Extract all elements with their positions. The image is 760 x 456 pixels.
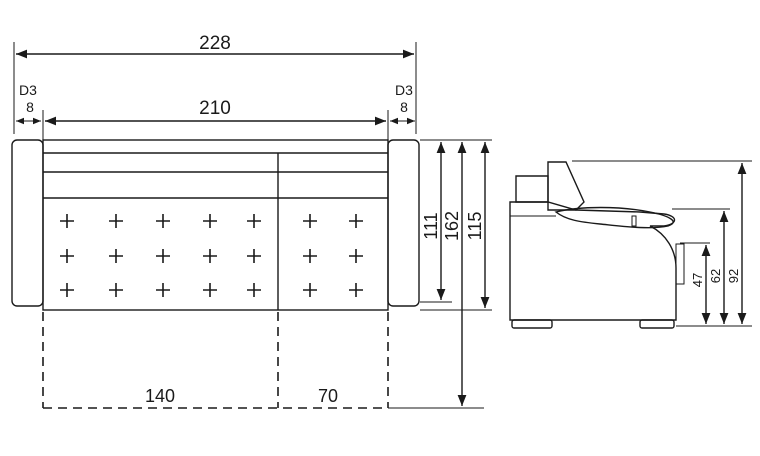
tufting-cross — [247, 283, 261, 297]
tufting-cross — [203, 249, 217, 263]
right-arm-width-label: 8 — [400, 99, 408, 115]
depth-unfolded-label: 162 — [442, 211, 462, 241]
left-arm-width-label: 8 — [26, 99, 34, 115]
height-arm-label: 62 — [708, 269, 723, 283]
height-seat-label: 47 — [690, 273, 705, 287]
tufting-cross — [109, 283, 123, 297]
tufting-cross — [203, 283, 217, 297]
tufting-cross — [303, 214, 317, 228]
left-armrest — [11, 139, 44, 307]
armrest-side — [554, 206, 674, 229]
tufting-cross — [203, 214, 217, 228]
tufting-cross — [156, 249, 170, 263]
tufting-cross — [349, 283, 363, 297]
depth-seat-label: 111 — [421, 212, 441, 239]
tufting-cross — [156, 283, 170, 297]
tufting-cross — [349, 214, 363, 228]
tufting-cross — [156, 214, 170, 228]
tufting-cross — [303, 283, 317, 297]
right-arm-dimension: D3 8 — [390, 82, 415, 125]
back-leg — [639, 319, 675, 329]
tufting-cross — [60, 249, 74, 263]
right-arm-label: D3 — [395, 82, 413, 98]
tufting-cross — [109, 214, 123, 228]
front-leg — [511, 319, 553, 329]
tufting-cross — [109, 249, 123, 263]
back-frame — [515, 175, 549, 203]
height-dimensions: 47 62 92 — [572, 160, 752, 327]
left-arm-label: D3 — [19, 82, 37, 98]
backrest-cushion — [547, 161, 585, 211]
seat-width-label: 210 — [199, 98, 231, 119]
left-arm-dimension: D3 8 — [16, 82, 41, 125]
unfolded-bed-outline: 140 70 — [42, 312, 389, 409]
tufting-cross — [303, 249, 317, 263]
tufting-cross — [349, 249, 363, 263]
tufting-cross — [60, 214, 74, 228]
upholstery-tufting — [60, 214, 363, 297]
tufting-cross — [247, 249, 261, 263]
seat-frame — [42, 139, 389, 311]
depth-total-label: 115 — [465, 212, 485, 241]
height-back-label: 92 — [726, 269, 741, 283]
right-armrest — [387, 139, 420, 307]
bed-section-main-label: 140 — [145, 386, 175, 406]
depth-dimensions: 111 162 115 — [388, 139, 492, 409]
tufting-cross — [60, 283, 74, 297]
overall-width-label: 228 — [199, 33, 231, 54]
sofa-side-view — [509, 161, 685, 329]
sofa-body-side — [509, 201, 677, 321]
tufting-cross — [247, 214, 261, 228]
overall-width-dimension: 228 — [13, 33, 417, 134]
sofa-top-view — [11, 139, 420, 311]
bed-section-side-label: 70 — [318, 386, 338, 406]
